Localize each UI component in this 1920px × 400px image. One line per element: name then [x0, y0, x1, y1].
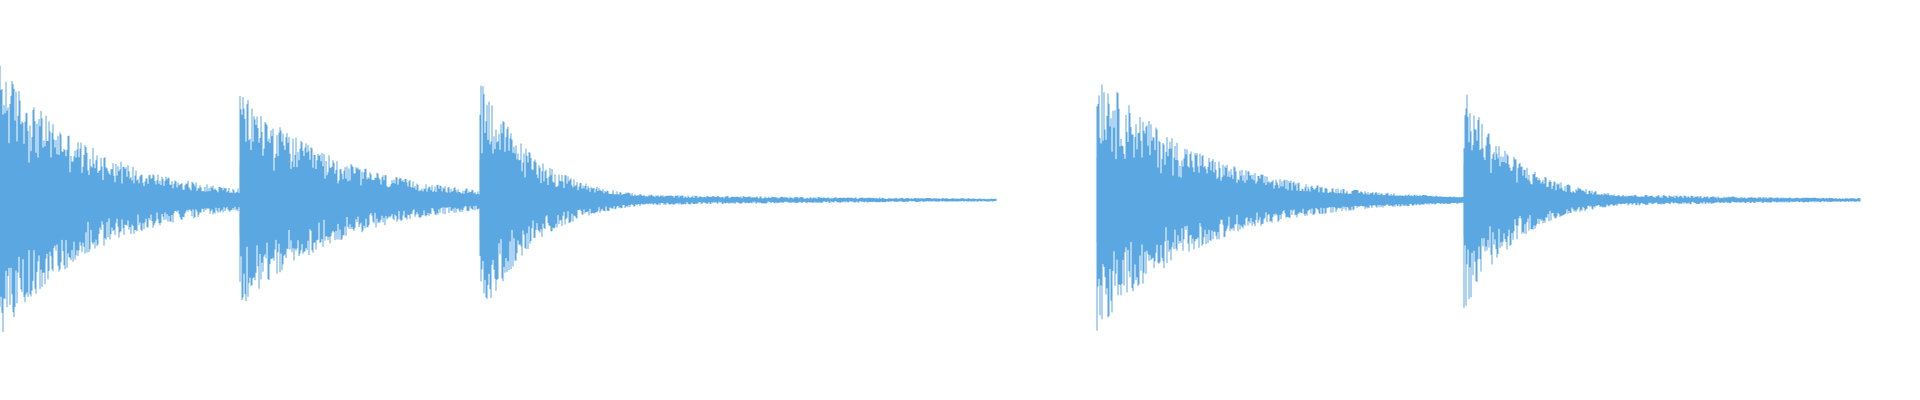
waveform-clip-2[interactable] — [1096, 84, 1861, 331]
waveform-clips — [0, 65, 1861, 332]
waveform-clip-1-hit-5 — [719, 198, 896, 202]
waveform-clip-1[interactable] — [0, 65, 997, 332]
waveform-clip-2-hit-3 — [1583, 197, 1860, 203]
